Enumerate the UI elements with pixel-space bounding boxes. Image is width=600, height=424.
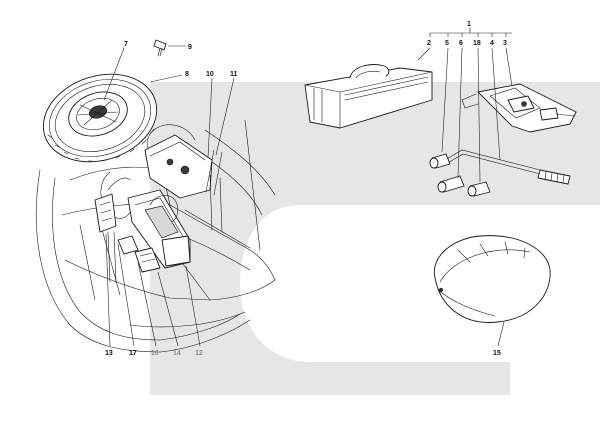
label-10: 10 bbox=[206, 71, 214, 78]
jack-handle bbox=[444, 149, 571, 185]
tire-bracket bbox=[144, 124, 223, 233]
label-12: 12 bbox=[195, 350, 203, 357]
label-11: 11 bbox=[230, 71, 238, 78]
label-5: 5 bbox=[445, 40, 449, 47]
label-18: 18 bbox=[473, 40, 481, 47]
leader-lines bbox=[103, 28, 513, 347]
tool-tray bbox=[117, 189, 191, 273]
tire-cover bbox=[433, 235, 551, 323]
label-9: 9 bbox=[188, 44, 192, 51]
spare-tire bbox=[42, 73, 158, 163]
label-8: 8 bbox=[185, 71, 189, 78]
label-17: 17 bbox=[129, 350, 137, 357]
label-2: 2 bbox=[427, 40, 431, 47]
label-15: 15 bbox=[493, 350, 501, 357]
label-14: 14 bbox=[173, 350, 181, 357]
label-4: 4 bbox=[490, 40, 494, 47]
label-1: 1 bbox=[467, 21, 471, 28]
socket-tools bbox=[429, 153, 491, 197]
label-7: 7 bbox=[124, 41, 128, 48]
tool-bag bbox=[304, 64, 433, 129]
label-16: 16 bbox=[151, 350, 159, 357]
scissor-jack bbox=[461, 83, 577, 133]
label-3: 3 bbox=[503, 40, 507, 47]
part-number-labels: 1 2 5 6 18 4 3 7 9 8 10 11 13 17 16 14 1… bbox=[105, 21, 507, 357]
retaining-straps bbox=[94, 171, 131, 283]
label-6: 6 bbox=[459, 40, 463, 47]
wing-bolt bbox=[153, 39, 167, 57]
label-13: 13 bbox=[105, 350, 113, 357]
